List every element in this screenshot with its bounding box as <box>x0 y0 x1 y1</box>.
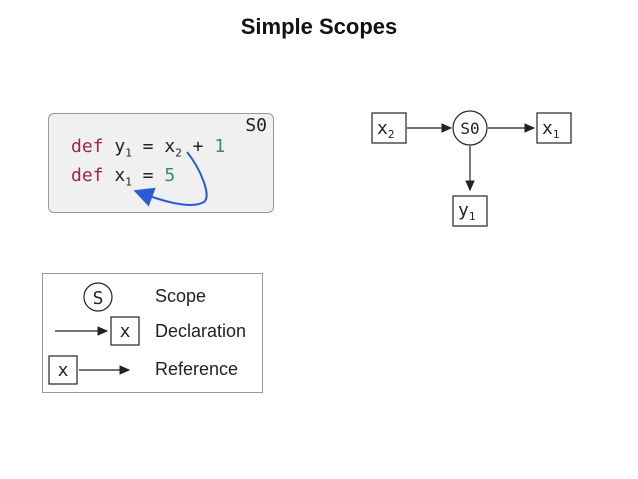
legend-decl-label: Declaration <box>155 321 247 341</box>
legend-decl-box <box>110 316 140 346</box>
ref-name: x <box>164 136 176 157</box>
scope-node-s0-label: S0 <box>460 119 479 138</box>
code-line-2: def x1 = 5 <box>71 165 175 189</box>
code-line-1: def y1 = x2 + 1 <box>71 136 225 160</box>
decl-subscript: 1 <box>125 175 132 189</box>
legend-scope-symbol: S <box>93 288 104 309</box>
ref-node-x2-label: x2 <box>377 118 394 141</box>
legend-ref-box <box>48 355 78 385</box>
legend-ref-symbol: x <box>58 360 69 381</box>
operator: + <box>181 136 215 157</box>
reference-arrow <box>133 151 208 207</box>
decl-subscript: 1 <box>125 146 132 160</box>
scope-graph: x2 S0 x1 y1 <box>371 110 572 227</box>
decl-name: x <box>114 165 126 186</box>
keyword: def <box>71 165 104 186</box>
legend-symbols: S x x <box>48 282 140 385</box>
legend-decl-symbol: x <box>120 321 131 342</box>
code-scope-label: S0 <box>245 115 267 136</box>
page-title: Simple Scopes <box>240 14 398 39</box>
ref-subscript: 2 <box>175 146 182 160</box>
number-literal: 1 <box>214 136 226 157</box>
decl-node-y1 <box>452 195 488 227</box>
number-literal: 5 <box>164 165 176 186</box>
decl-node-y1-label: y1 <box>458 200 475 223</box>
legend-ref-label: Reference <box>155 359 239 379</box>
legend: S x x Scope Declaration Reference <box>42 273 263 393</box>
scope-node-s0 <box>452 110 488 146</box>
operator: = <box>131 136 165 157</box>
keyword: def <box>71 136 104 157</box>
decl-node-x1 <box>536 112 572 144</box>
legend-scope-label: Scope <box>155 286 207 306</box>
operator: = <box>131 165 165 186</box>
legend-scope-circle <box>83 282 113 312</box>
decl-name: y <box>114 136 126 157</box>
ref-node-x2 <box>371 112 407 144</box>
decl-node-x1-label: x1 <box>542 118 559 141</box>
code-panel: S0 def y1 = x2 + 1 def x1 = 5 <box>48 113 274 213</box>
